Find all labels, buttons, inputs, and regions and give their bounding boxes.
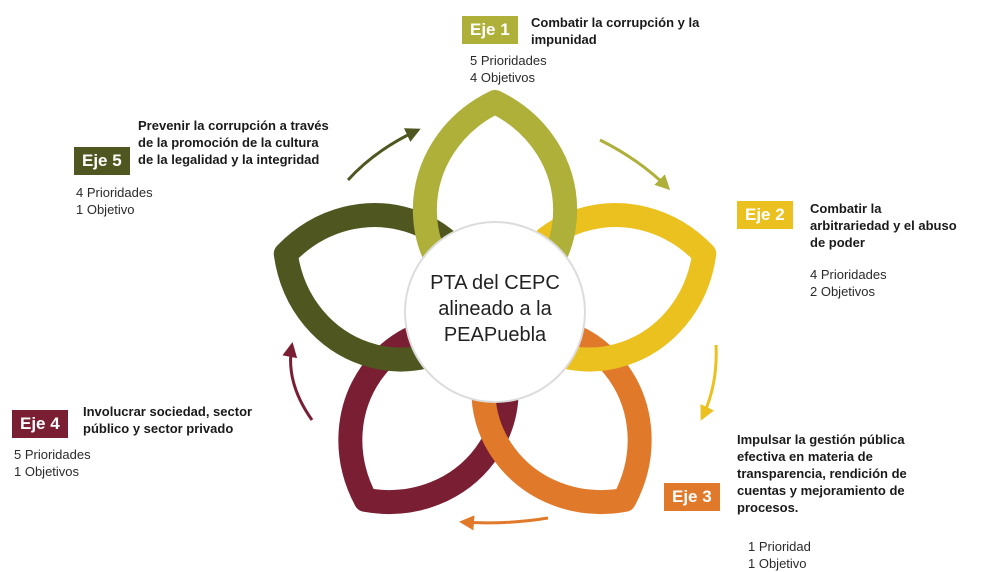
eje-5-meta: 4 Prioridades 1 Objetivo (76, 184, 153, 218)
eje-5-title-line: de la promoción de la cultura (138, 135, 319, 150)
eje-1-prioridades: 5 Prioridades (470, 53, 547, 68)
eje-4-objetivos: 1 Objetivos (14, 464, 80, 479)
eje-4-title-line: Involucrar sociedad, sector (83, 404, 253, 419)
eje-5-objetivos: 1 Objetivo (76, 202, 135, 217)
eje-2-meta: 4 Prioridades 2 Objetivos (810, 266, 887, 300)
eje-4-badge: Eje 4 (12, 410, 68, 438)
eje-2-title: Combatir la arbitrariedad y el abuso de … (810, 200, 980, 251)
eje-4-meta: 5 Prioridades 1 Objetivos (14, 446, 91, 480)
eje-1-title-line: Combatir la corrupción y la (531, 15, 700, 30)
arrow-eje1-to-eje2 (599, 138, 671, 191)
petal-eje-3 (471, 314, 652, 514)
eje-5-prioridades: 4 Prioridades (76, 185, 153, 200)
eje-2-badge: Eje 2 (737, 201, 793, 229)
arrow-eje5-to-eje1 (346, 128, 421, 182)
eje-3-title-line: transparencia, rendición de (737, 466, 907, 481)
eje-4-prioridades: 5 Prioridades (14, 447, 91, 462)
center-line: PEAPuebla (443, 324, 547, 346)
eje-1-title: Combatir la corrupción y la impunidad (531, 14, 771, 48)
eje-3-title-line: Impulsar la gestión pública (737, 432, 905, 447)
eje-5-title-line: Prevenir la corrupción a través (138, 118, 329, 133)
petal-eje-4 (338, 314, 519, 514)
eje-3-title-line: efectiva en materia de (737, 449, 873, 464)
eje-4-title: Involucrar sociedad, sector público y se… (83, 403, 313, 437)
eje-2-title-line: arbitrariedad y el abuso (810, 218, 957, 233)
center-label: PTA del CEPC alineado a la PEAPuebla (405, 270, 585, 348)
eje-2-prioridades: 4 Prioridades (810, 267, 887, 282)
arrow-eje3-to-eje4 (459, 515, 549, 531)
arrow-eje2-to-eje3 (700, 344, 718, 421)
eje-2-title-line: Combatir la (810, 201, 882, 216)
eje-1-badge: Eje 1 (462, 16, 518, 44)
eje-5-title: Prevenir la corrupción a través de la pr… (138, 117, 388, 168)
eje-2-title-line: de poder (810, 235, 865, 250)
eje-3-badge: Eje 3 (664, 483, 720, 511)
eje-5-title-line: de la legalidad y la integridad (138, 152, 320, 167)
eje-1-meta: 5 Prioridades 4 Objetivos (470, 52, 547, 86)
center-line: alineado a la (438, 298, 552, 320)
eje-5-badge: Eje 5 (74, 147, 130, 175)
eje-3-objetivos: 1 Objetivo (748, 556, 807, 571)
eje-3-prioridades: 1 Prioridad (748, 539, 811, 554)
eje-3-title-line: cuentas y mejoramiento de (737, 483, 905, 498)
eje-2-objetivos: 2 Objetivos (810, 284, 876, 299)
arrow-eje4-to-eje5 (282, 342, 314, 421)
cycle-arrows (282, 128, 718, 531)
center-circle (404, 221, 586, 403)
eje-3-title-line: procesos. (737, 500, 799, 515)
eje-3-title: Impulsar la gestión pública efectiva en … (737, 431, 977, 516)
eje-3-meta: 1 Prioridad 1 Objetivo (748, 538, 811, 572)
eje-4-title-line: público y sector privado (83, 421, 234, 436)
eje-1-objetivos: 4 Objetivos (470, 70, 536, 85)
center-line: PTA del CEPC (430, 272, 560, 294)
eje-1-title-line: impunidad (531, 32, 597, 47)
